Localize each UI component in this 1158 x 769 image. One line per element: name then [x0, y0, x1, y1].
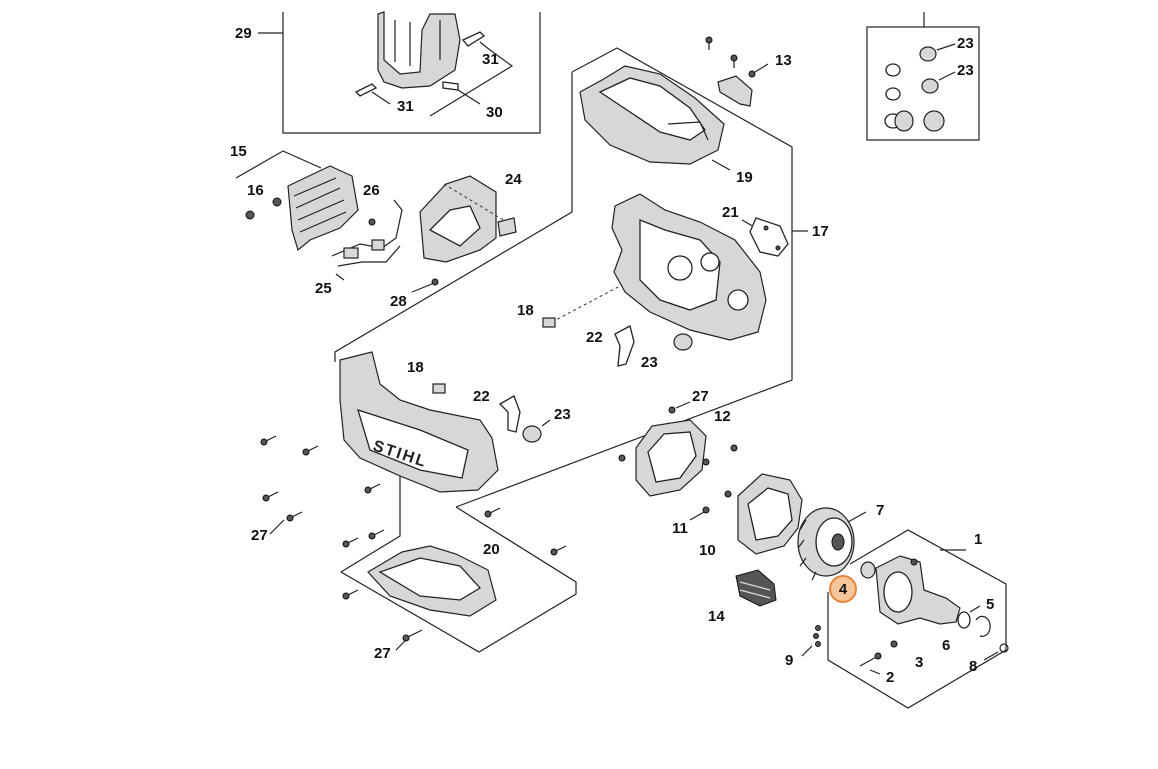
callout-29[interactable]: 29: [235, 25, 252, 42]
callout-30[interactable]: 30: [486, 104, 503, 121]
callout-8[interactable]: 8: [969, 658, 978, 675]
part-12-fan-plate: [618, 401, 738, 497]
callout-12[interactable]: 12: [714, 408, 731, 425]
part-24-carb-mount: [419, 175, 517, 263]
part-15-filter: [245, 165, 359, 252]
part-27-screws-left: [260, 435, 567, 651]
callout-23-top-b[interactable]: 23: [957, 62, 974, 79]
callout-15[interactable]: 15: [230, 143, 247, 160]
group-1-outline: [827, 529, 1007, 709]
callout-10[interactable]: 10: [699, 542, 716, 559]
callout-31-top[interactable]: 31: [482, 51, 499, 68]
callout-16[interactable]: 16: [247, 182, 264, 199]
part-main-housing: STIHL: [339, 351, 499, 493]
part-21-gasket: [749, 217, 789, 257]
callout-23-lower[interactable]: 23: [554, 406, 571, 423]
part-9-screws: [801, 625, 821, 657]
callout-26[interactable]: 26: [363, 182, 380, 199]
callout-19[interactable]: 19: [736, 169, 753, 186]
callout-1[interactable]: 1: [974, 531, 983, 548]
callout-13[interactable]: 13: [775, 52, 792, 69]
callout-9[interactable]: 9: [785, 652, 794, 669]
callout-4-highlighted[interactable]: 4: [829, 575, 857, 603]
part-25-wiring: [331, 199, 439, 293]
part-17-crankcase: [611, 193, 767, 341]
callout-22-upper[interactable]: 22: [586, 329, 603, 346]
part-19-top-cover: [579, 65, 731, 171]
part-7-flywheel: [797, 507, 867, 581]
group-20-outline: [339, 476, 577, 653]
group-29-outline: [258, 12, 541, 134]
callout-5[interactable]: 5: [986, 596, 995, 613]
part-10-fan-shroud: [689, 473, 803, 555]
callout-18-upper[interactable]: 18: [517, 302, 534, 319]
part-14-buffer: [735, 569, 777, 607]
group-23-box: [866, 12, 980, 141]
callout-23-upper[interactable]: 23: [641, 354, 658, 371]
callout-21[interactable]: 21: [722, 204, 739, 221]
callout-6[interactable]: 6: [942, 637, 951, 654]
part-1-crankshaft: [859, 555, 991, 675]
callout-27-bottom[interactable]: 27: [374, 645, 391, 662]
callout-14[interactable]: 14: [708, 608, 725, 625]
callout-27-top[interactable]: 27: [692, 388, 709, 405]
part-29-handguard: [354, 11, 514, 117]
part-20-sprocket-cover: [367, 545, 497, 617]
callout-7[interactable]: 7: [876, 502, 885, 519]
callout-31-bottom[interactable]: 31: [397, 98, 414, 115]
callout-11[interactable]: 11: [672, 520, 688, 537]
callout-20[interactable]: 20: [483, 541, 500, 558]
callout-23-top-a[interactable]: 23: [957, 35, 974, 52]
callout-28[interactable]: 28: [390, 293, 407, 310]
part-18-22-23-lower: [432, 383, 551, 443]
part-8-circlip: [983, 643, 1009, 661]
callout-22-lower[interactable]: 22: [473, 388, 490, 405]
buffer-set: [884, 43, 956, 132]
part-18-22-23-upper: [542, 285, 693, 367]
callout-24[interactable]: 24: [505, 171, 522, 188]
callout-27-left[interactable]: 27: [251, 527, 268, 544]
callout-3[interactable]: 3: [915, 654, 924, 671]
callout-2[interactable]: 2: [886, 669, 895, 686]
group-15-outline: [235, 150, 322, 179]
callout-18-lower[interactable]: 18: [407, 359, 424, 376]
part-13-fasteners: [705, 36, 769, 107]
callout-17[interactable]: 17: [812, 223, 829, 240]
callout-25[interactable]: 25: [315, 280, 332, 297]
